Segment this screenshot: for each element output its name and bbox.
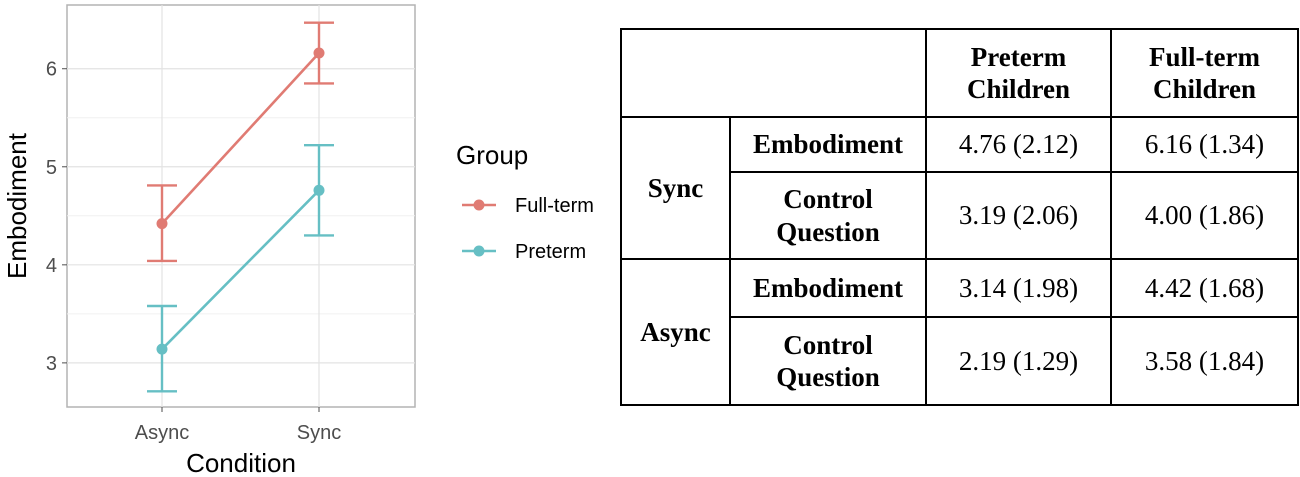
data-point-full-term <box>313 47 325 59</box>
legend-label-full-term: Full-term <box>515 195 594 217</box>
table-cell: 2.19 (1.29) <box>925 316 1112 406</box>
y-tick-label: 5 <box>46 157 57 179</box>
data-point-full-term <box>156 218 168 230</box>
x-axis-title: Condition <box>186 448 296 477</box>
table-cell: 3.58 (1.84) <box>1110 316 1299 406</box>
legend: Group Full-term Preterm <box>456 140 594 263</box>
header-full-term-children: Full-term Children <box>1110 28 1299 118</box>
measure-label: Control Question <box>729 316 927 406</box>
group-label-sync: Sync <box>620 116 731 260</box>
legend-item-preterm: Preterm <box>462 241 586 263</box>
measure-label: Control Question <box>729 171 927 260</box>
legend-dot-preterm <box>473 245 485 257</box>
legend-dot-full-term <box>473 199 485 211</box>
table-corner-cell <box>620 28 927 118</box>
legend-label-preterm: Preterm <box>515 241 586 263</box>
table-row: Sync Embodiment 4.76 (2.12) 6.16 (1.34) <box>620 116 1299 260</box>
x-tick-label: Async <box>135 422 189 444</box>
table-header-row: Preterm Children Full-term Children <box>620 28 1299 118</box>
measure-label: Embodiment <box>729 258 927 318</box>
measure-label: Embodiment <box>729 116 927 173</box>
table-row: Control Question 3.19 (2.06) 4.00 (1.86) <box>621 171 1299 260</box>
x-tick-label: Sync <box>297 422 341 444</box>
table-cell: 3.14 (1.98) <box>925 258 1112 318</box>
series-lines <box>147 21 334 393</box>
table-cell: 6.16 (1.34) <box>1110 116 1299 173</box>
header-preterm-children: Preterm Children <box>925 28 1112 118</box>
y-tick-label: 4 <box>46 255 57 277</box>
legend-item-full-term: Full-term <box>462 195 594 217</box>
series-line-preterm <box>161 189 320 351</box>
y-axis-title: Embodiment <box>2 132 32 279</box>
table-cell: 4.00 (1.86) <box>1110 171 1299 260</box>
group-label-async: Async <box>620 258 731 406</box>
legend-title: Group <box>456 140 528 170</box>
data-point-preterm <box>156 343 168 355</box>
table-row: Async Embodiment 3.14 (1.98) 4.42 (1.68) <box>620 258 1299 406</box>
series-line-full-term <box>161 52 320 225</box>
data-point-preterm <box>313 184 325 196</box>
table-cell: 3.19 (2.06) <box>925 171 1112 260</box>
table-cell: 4.76 (2.12) <box>925 116 1112 173</box>
y-tick-label: 3 <box>46 353 57 375</box>
results-table: Preterm Children Full-term Children Sync… <box>620 28 1299 406</box>
y-tick-label: 6 <box>46 59 57 81</box>
table-cell: 4.42 (1.68) <box>1110 258 1299 318</box>
table-row: Control Question 2.19 (1.29) 3.58 (1.84) <box>621 316 1299 406</box>
plot-panel <box>66 4 416 408</box>
